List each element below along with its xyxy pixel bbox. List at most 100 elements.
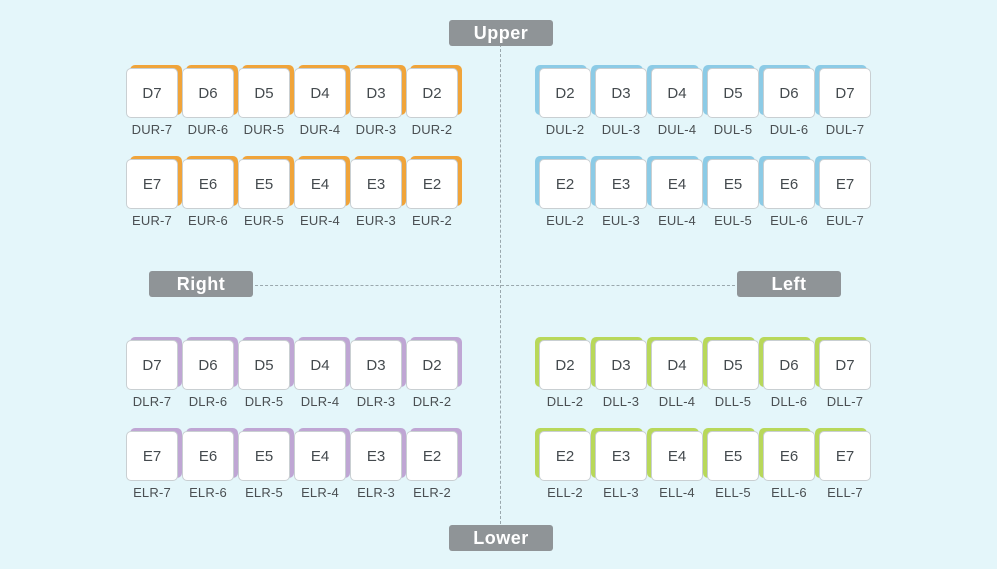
tooth-button[interactable]: E6 xyxy=(763,431,815,481)
tooth-button[interactable]: E4 xyxy=(651,431,703,481)
tooth-button[interactable]: D2 xyxy=(406,340,458,390)
tooth-button[interactable]: D6 xyxy=(763,340,815,390)
tooth-button[interactable]: E2 xyxy=(539,159,591,209)
tooth-button[interactable]: E5 xyxy=(238,431,290,481)
tooth-button[interactable]: E3 xyxy=(595,159,647,209)
tooth-button[interactable]: D2 xyxy=(539,68,591,118)
tooth-button[interactable]: D5 xyxy=(707,340,759,390)
tooth-button[interactable]: E3 xyxy=(595,431,647,481)
tooth-button[interactable]: E6 xyxy=(182,431,234,481)
tooth-code-label: DUL-7 xyxy=(825,122,865,137)
tooth-button[interactable]: D5 xyxy=(707,68,759,118)
tooth-button[interactable]: D7 xyxy=(819,68,871,118)
tooth-button[interactable]: D7 xyxy=(126,340,178,390)
tooth-button[interactable]: E5 xyxy=(707,159,759,209)
tooth-code-label: DLL-7 xyxy=(826,394,864,409)
tooth-button[interactable]: D4 xyxy=(294,68,346,118)
tooth-button[interactable]: E3 xyxy=(350,159,402,209)
tooth-button[interactable]: D4 xyxy=(651,340,703,390)
tooth-button[interactable]: E7 xyxy=(126,431,178,481)
tooth-button[interactable]: D5 xyxy=(238,68,290,118)
tooth-button[interactable]: E3 xyxy=(350,431,402,481)
tooth-button[interactable]: D5 xyxy=(238,340,290,390)
tooth-button[interactable]: D4 xyxy=(651,68,703,118)
tooth-button[interactable]: D7 xyxy=(126,68,178,118)
tooth-button[interactable]: D3 xyxy=(595,68,647,118)
tooth-button[interactable]: E5 xyxy=(707,431,759,481)
tooth-button[interactable]: E6 xyxy=(763,159,815,209)
tooth-button[interactable]: E7 xyxy=(819,431,871,481)
tooth-button[interactable]: E4 xyxy=(294,431,346,481)
lower-label: Lower xyxy=(449,525,553,551)
tooth-button[interactable]: D3 xyxy=(350,340,402,390)
tooth-button[interactable]: D6 xyxy=(182,340,234,390)
tooth-button[interactable]: E4 xyxy=(294,159,346,209)
tooth-button[interactable]: D4 xyxy=(294,340,346,390)
tooth-button[interactable]: E7 xyxy=(126,159,178,209)
tooth-button[interactable]: E2 xyxy=(406,159,458,209)
tooth-button[interactable]: E4 xyxy=(651,159,703,209)
tooth-button[interactable]: D3 xyxy=(595,340,647,390)
tooth-button[interactable]: D3 xyxy=(350,68,402,118)
tooth-button[interactable]: E2 xyxy=(539,431,591,481)
tooth-button[interactable]: D2 xyxy=(406,68,458,118)
tooth-button[interactable]: D6 xyxy=(182,68,234,118)
tooth-button[interactable]: E5 xyxy=(238,159,290,209)
tooth-button[interactable]: D2 xyxy=(539,340,591,390)
tooth-button[interactable]: E6 xyxy=(182,159,234,209)
tooth-button[interactable]: D7 xyxy=(819,340,871,390)
tooth-button[interactable]: D6 xyxy=(763,68,815,118)
tooth-button[interactable]: E7 xyxy=(819,159,871,209)
tooth-button[interactable]: E2 xyxy=(406,431,458,481)
